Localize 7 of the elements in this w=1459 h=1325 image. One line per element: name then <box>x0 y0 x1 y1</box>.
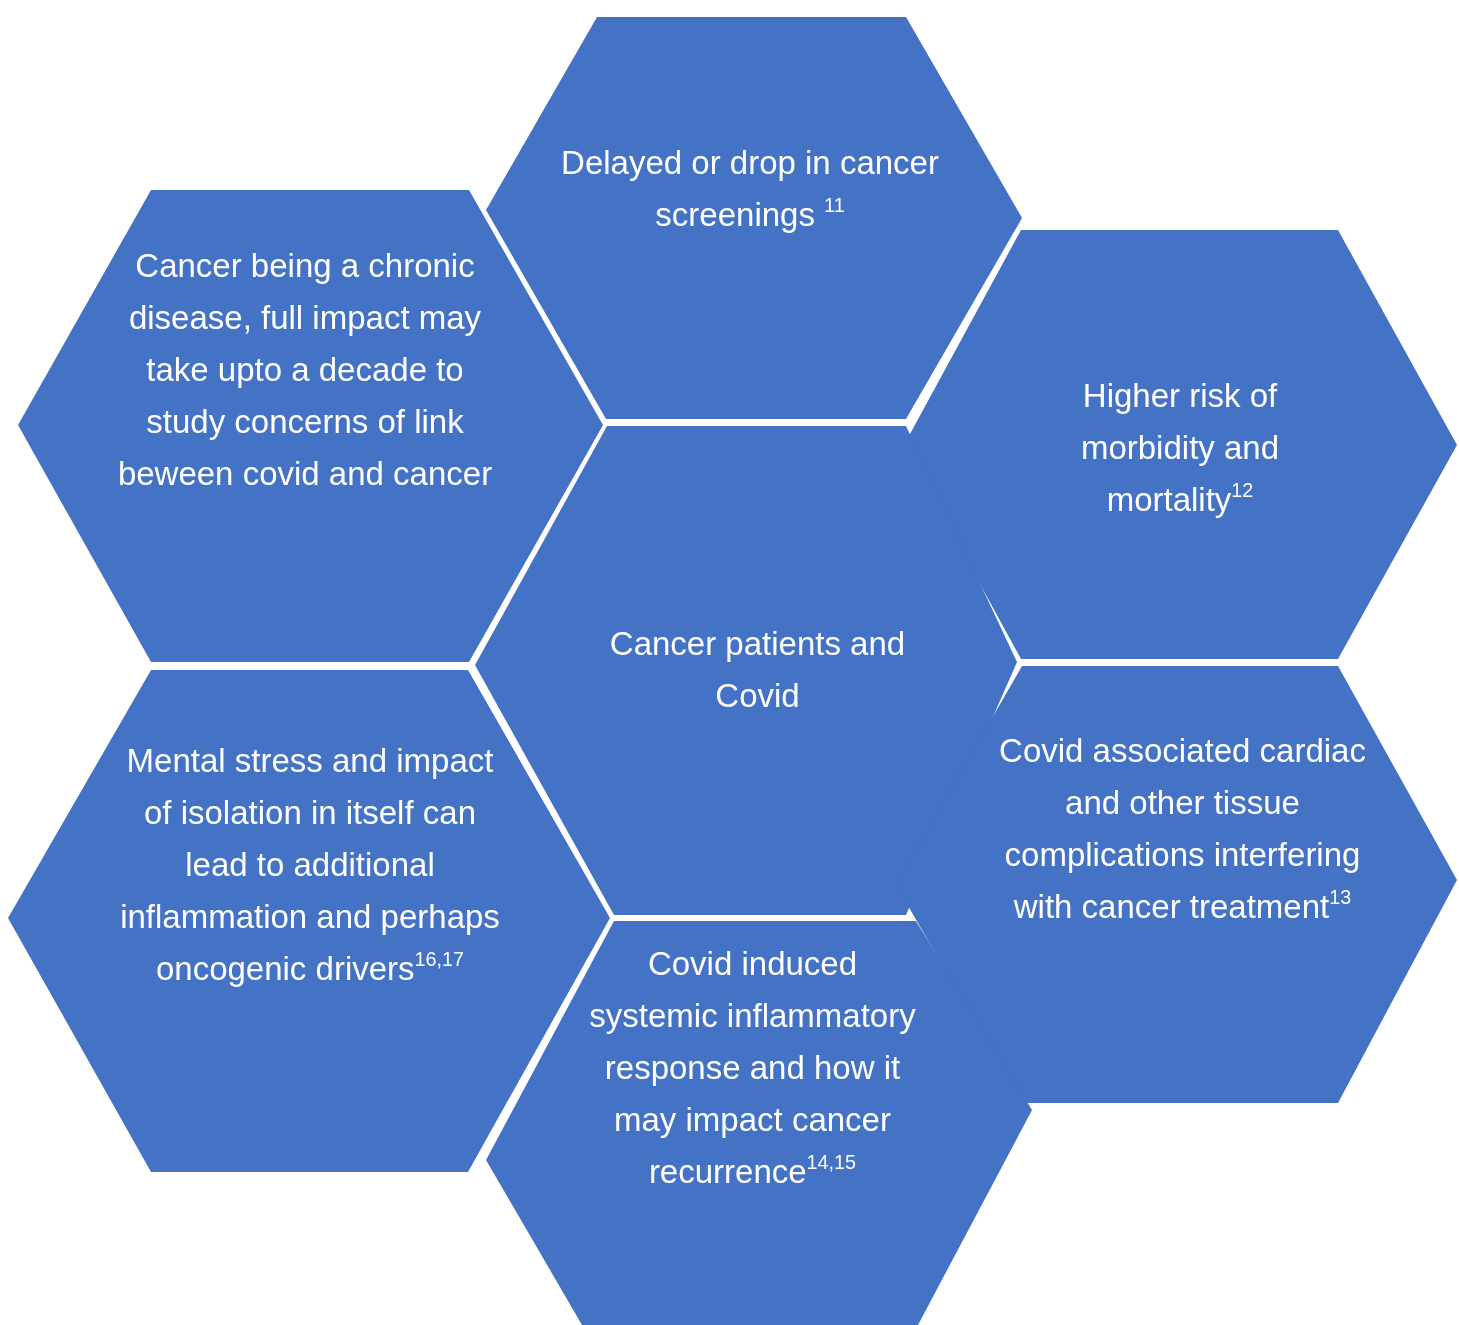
hexagon-text: Covid associated cardiac and other tissue complications interfering with cancer treatment$^{13}$ <box>998 731 1367 927</box>
hexagon-text: Delayed or drop in cancer screenings $^{11}$ <box>560 143 940 235</box>
hexagon-text: Cancer patients and Covid <box>608 624 907 716</box>
hexagon-text: Cancer being a chronic disease, full impact may take upto a decade to study concerns of link beween covid and cancer <box>116 246 494 494</box>
hexagon-text: Mental stress and impact of isolation in itself can lead to additional inflammation and perhaps oncogenic drivers$^{16,17}$ <box>119 741 501 989</box>
hexagon-text: Covid induced systemic inflammatory response and how it may impact cancer recurrence$^{14,15}$ <box>588 944 917 1192</box>
hexagon-text: Higher risk of morbidity and mortality$^{12}$ <box>1079 376 1281 520</box>
